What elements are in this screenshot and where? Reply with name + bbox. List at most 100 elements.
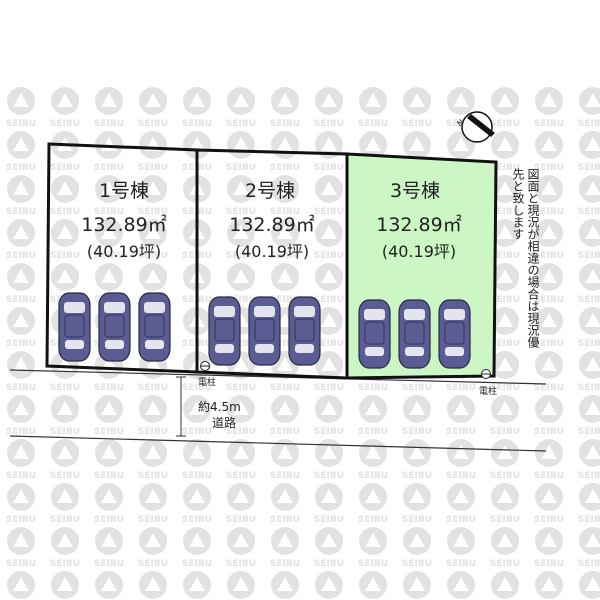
watermark-text: SEIBU	[358, 515, 388, 525]
watermark-tile: SEIBU	[50, 439, 80, 481]
watermark-emblem-mark	[13, 577, 29, 591]
watermark-text: SEIBU	[490, 295, 520, 305]
watermark-tile: SEIBU	[138, 87, 168, 129]
watermark-tile: SEIBU	[6, 527, 36, 569]
watermark-text: SEIBU	[94, 163, 124, 173]
watermark-emblem-mark	[57, 225, 73, 239]
car-windshield	[64, 302, 85, 313]
watermark-emblem-mark	[453, 445, 469, 459]
watermark-emblem-mark	[13, 533, 29, 547]
watermark-emblem-mark	[13, 357, 29, 371]
watermark-tile: SEIBU	[578, 483, 600, 525]
watermark-tile: SEIBU	[579, 571, 600, 599]
watermark-text: SEIBU	[578, 427, 600, 437]
watermark-tile: SEIBU	[182, 483, 212, 525]
watermark-text: SEIBU	[534, 383, 564, 393]
watermark-emblem-mark	[321, 577, 337, 591]
watermark-emblem-mark	[321, 225, 337, 239]
watermark-tile: SEIBU	[534, 527, 564, 569]
watermark-emblem-mark	[585, 225, 600, 239]
watermark-text: SEIBU	[402, 471, 432, 481]
watermark-text: SEIBU	[50, 427, 80, 437]
watermark-emblem-mark	[233, 401, 249, 415]
watermark-emblem-mark	[585, 181, 600, 195]
watermark-tile: SEIBU	[182, 87, 212, 129]
watermark-text: SEIBU	[446, 515, 476, 525]
watermark-tile: SEIBU	[182, 439, 212, 481]
watermark-tile: SEIBU	[535, 571, 563, 599]
watermark-text: SEIBU	[6, 295, 36, 305]
watermark-text: SEIBU	[270, 383, 300, 393]
watermark-emblem-mark	[585, 401, 600, 415]
watermark-text: SEIBU	[534, 427, 564, 437]
watermark-text: SEIBU	[6, 559, 36, 569]
watermark-tile: SEIBU	[490, 527, 520, 569]
watermark-emblem-mark	[145, 357, 161, 371]
watermark-text: SEIBU	[182, 427, 212, 437]
watermark-emblem-mark	[233, 181, 249, 195]
watermark-emblem-mark	[585, 137, 600, 151]
watermark-text: SEIBU	[270, 163, 300, 173]
watermark-emblem-mark	[101, 401, 117, 415]
watermark-emblem-mark	[365, 489, 381, 503]
watermark-tile: SEIBU	[358, 527, 388, 569]
car-rear-window	[295, 344, 314, 353]
watermark-text: SEIBU	[270, 339, 300, 349]
watermark-emblem-mark	[145, 533, 161, 547]
watermark-tile: SEIBU	[227, 571, 255, 599]
watermark-tile: SEIBU	[270, 219, 300, 261]
watermark-tile: SEIBU	[50, 219, 80, 261]
parking-layer	[58, 292, 471, 369]
watermark-text: SEIBU	[578, 339, 600, 349]
watermark-tile: SEIBU	[314, 175, 344, 217]
watermark-emblem-mark	[277, 489, 293, 503]
watermark-tile: SEIBU	[94, 395, 124, 437]
watermark-emblem-mark	[409, 577, 425, 591]
watermark-tile: SEIBU	[138, 219, 168, 261]
watermark-emblem-mark	[13, 489, 29, 503]
watermark-emblem-mark	[189, 489, 205, 503]
watermark-text: SEIBU	[490, 559, 520, 569]
watermark-tile: SEIBU	[578, 219, 600, 261]
car-windshield	[294, 306, 315, 317]
watermark-emblem-mark	[497, 225, 513, 239]
watermark-emblem-mark	[453, 137, 469, 151]
watermark-text: SEIBU	[138, 515, 168, 525]
watermark-tile: SEIBU	[402, 439, 432, 481]
watermark-text: SEIBU	[534, 339, 564, 349]
watermark-emblem-mark	[277, 533, 293, 547]
watermark-emblem-mark	[321, 313, 337, 327]
watermark-emblem-mark	[585, 357, 600, 371]
watermark-emblem-mark	[233, 357, 249, 371]
watermark-tile: SEIBU	[534, 307, 564, 349]
watermark-tile: SEIBU	[50, 131, 80, 173]
watermark-emblem-mark	[189, 577, 205, 591]
watermark-text: SEIBU	[270, 251, 300, 261]
watermark-emblem-mark	[101, 445, 117, 459]
watermark-tile: SEIBU	[534, 483, 564, 525]
watermark-emblem-mark	[57, 445, 73, 459]
watermark-text: SEIBU	[138, 559, 168, 569]
watermark-emblem-mark	[189, 137, 205, 151]
road-edge-bottom	[9, 435, 547, 452]
watermark-emblem-mark	[101, 181, 117, 195]
watermark-emblem-mark	[409, 489, 425, 503]
watermark-tile: SEIBU	[270, 87, 300, 129]
watermark-emblem-mark	[321, 401, 337, 415]
compass-label: N	[455, 118, 465, 129]
watermark-emblem-mark	[145, 93, 161, 107]
watermark-emblem-mark	[585, 445, 600, 459]
watermark-emblem-mark	[409, 137, 425, 151]
parked-car-icon	[438, 299, 471, 369]
car-roof	[404, 321, 425, 345]
watermark-emblem-mark	[365, 401, 381, 415]
watermark-text: SEIBU	[6, 427, 36, 437]
lot-1-name: 1号棟	[99, 180, 149, 202]
watermark-text: SEIBU	[402, 119, 432, 129]
utility-pole-1: 電柱	[198, 361, 216, 388]
watermark-tile: SEIBU	[578, 87, 600, 129]
watermark-text: SEIBU	[270, 207, 300, 217]
watermark-text: SEIBU	[578, 559, 600, 569]
watermark-text: SEIBU	[6, 251, 36, 261]
watermark-tile: SEIBU	[315, 571, 343, 599]
